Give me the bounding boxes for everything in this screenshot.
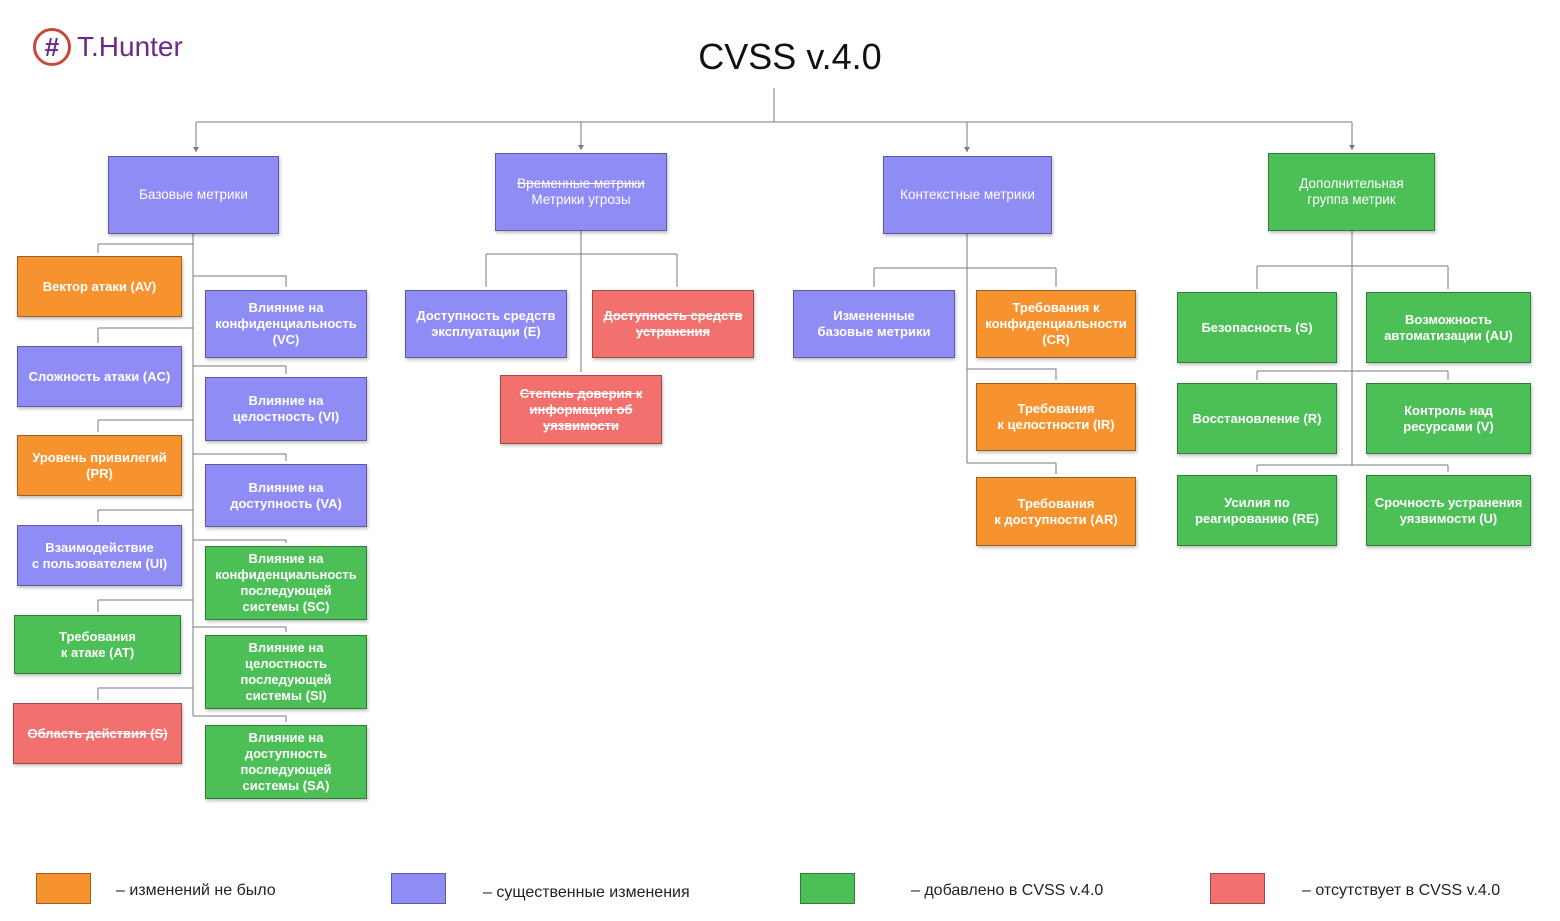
node-urgency: Срочность устранения уязвимости (U) <box>1366 475 1531 546</box>
node-au: Возможность автоматизации (AU) <box>1366 292 1531 363</box>
node-e: Доступность средств эксплуатации (E) <box>405 290 567 358</box>
node-threat-metrics: Временные метрики Метрики угрозы <box>495 153 667 231</box>
legend-label-changed: – существенные изменения <box>483 884 690 901</box>
legend-label-unchanged: – изменений не было <box>116 882 276 899</box>
threat-metrics-label: Метрики угрозы <box>531 192 631 207</box>
node-supplemental-metrics: Дополнительная группа метрик <box>1268 153 1435 231</box>
legend-swatch-green <box>800 873 855 904</box>
node-rl: Доступность средств устранения <box>592 290 754 358</box>
node-safety: Безопасность (S) <box>1177 292 1337 363</box>
temporal-metrics-old-label: Временные метрики <box>517 176 645 191</box>
node-base-metrics: Базовые метрики <box>108 156 279 234</box>
legend-swatch-purple <box>391 873 446 904</box>
legend-swatch-orange <box>36 873 91 904</box>
node-ir: Требования к целостности (IR) <box>976 383 1136 451</box>
legend-label-added: – добавлено в CVSS v.4.0 <box>911 882 1104 899</box>
node-modified-base: Измененные базовые метрики <box>793 290 955 358</box>
node-vi: Влияние на целостность (VI) <box>205 377 367 441</box>
diagram-title: CVSS v.4.0 <box>698 36 882 77</box>
connector-threat <box>485 231 678 372</box>
node-va: Влияние на доступность (VA) <box>205 464 367 527</box>
node-ar: Требования к доступности (AR) <box>976 477 1136 546</box>
legend-swatch-red <box>1210 873 1265 904</box>
node-scope: Область действия (S) <box>13 703 182 764</box>
node-si: Влияние на целостность последующей систе… <box>205 635 367 709</box>
node-pr: Уровень привилегий (PR) <box>17 435 182 496</box>
connector-root <box>195 88 1353 152</box>
t-hunter-logo: # T.Hunter <box>33 28 183 66</box>
node-environmental-metrics: Контекстные метрики <box>883 156 1052 234</box>
node-at: Требования к атаке (AT) <box>14 615 181 674</box>
connector-base <box>97 234 287 722</box>
node-sc: Влияние на конфиденциальность последующе… <box>205 546 367 620</box>
node-response-effort: Усилия по реагированию (RE) <box>1177 475 1337 546</box>
connector-env <box>873 234 1057 474</box>
connector-supp <box>1256 231 1449 472</box>
node-cr: Требования к конфиденциальности (CR) <box>976 290 1136 358</box>
node-recovery: Восстановление (R) <box>1177 383 1337 454</box>
node-ui: Взаимодействие с пользователем (UI) <box>17 525 182 586</box>
node-rc: Степень доверия к информации об уязвимос… <box>500 375 662 444</box>
logo-text: T.Hunter <box>77 31 183 62</box>
node-av: Вектор атаки (AV) <box>17 256 182 317</box>
node-ac: Сложность атаки (AC) <box>17 346 182 407</box>
hash-logo-icon: # <box>33 28 71 66</box>
node-sa: Влияние на доступность последующей систе… <box>205 725 367 799</box>
node-value-density: Контроль над ресурсами (V) <box>1366 383 1531 454</box>
legend-label-removed: – отсутствует в CVSS v.4.0 <box>1302 882 1501 899</box>
node-vc: Влияние на конфиденциальность (VC) <box>205 290 367 358</box>
